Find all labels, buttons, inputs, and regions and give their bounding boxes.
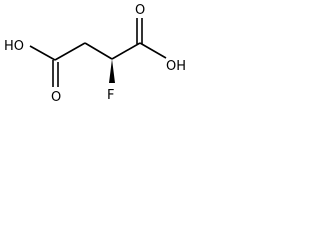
label-hydroxyl-left: HO (4, 39, 24, 54)
bond-ho-c1 (29, 45, 56, 61)
bond-c4-oh (139, 42, 167, 59)
label-carbonyl-o-left: O (51, 90, 61, 105)
chemical-structure-diagram: HO O O OH F (4, 3, 186, 105)
left-carboxyl-group (29, 45, 59, 87)
right-carboxyl-group (111, 18, 167, 60)
label-carbonyl-o-right: O (135, 3, 145, 18)
bond-c1-c2 (54, 42, 86, 61)
bond-c2-c3 (84, 42, 113, 60)
wedge-bond-c3-f (109, 59, 115, 83)
label-fluorine: F (107, 88, 114, 103)
bond-c3-c4 (111, 42, 141, 60)
label-hydroxyl-right: OH (166, 59, 186, 74)
